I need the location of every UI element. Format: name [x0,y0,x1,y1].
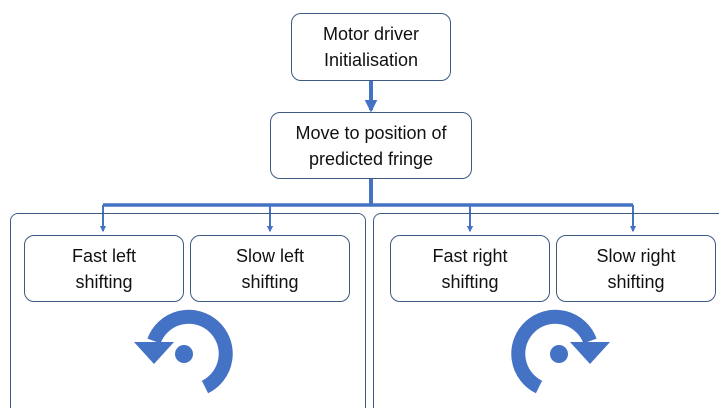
node-label-line: Slow left [235,245,305,266]
node-label-line: Motor driver [322,24,420,44]
node-label-line: Slow right [596,245,676,266]
slow-left-shifting-node: Slow left shifting [190,235,350,302]
counterclockwise-rotation-icon [134,309,233,394]
left-shifting-panel [10,213,366,408]
node-label-line: Initialisation [323,50,419,70]
node-label-line: Fast right [432,245,508,266]
node-label-line: shifting [441,271,499,292]
fast-right-shifting-node: Fast right shifting [390,235,550,302]
slow-right-shifting-node: Slow right shifting [556,235,716,302]
node-label-line: shifting [607,271,665,292]
node-label-line: shifting [241,271,299,292]
node-label-line: Move to position of [295,122,447,143]
fast-left-shifting-node: Fast left shifting [24,235,184,302]
node-label-line: predicted fringe [308,148,434,169]
clockwise-rotation-icon [511,309,610,394]
node-label-line: Fast left [71,245,137,266]
move-to-predicted-fringe-node: Move to position of predicted fringe [270,112,472,179]
motor-driver-initialisation-node: Motor driver Initialisation [291,13,451,81]
right-shifting-panel [373,213,719,408]
node-label-line: shifting [75,271,133,292]
